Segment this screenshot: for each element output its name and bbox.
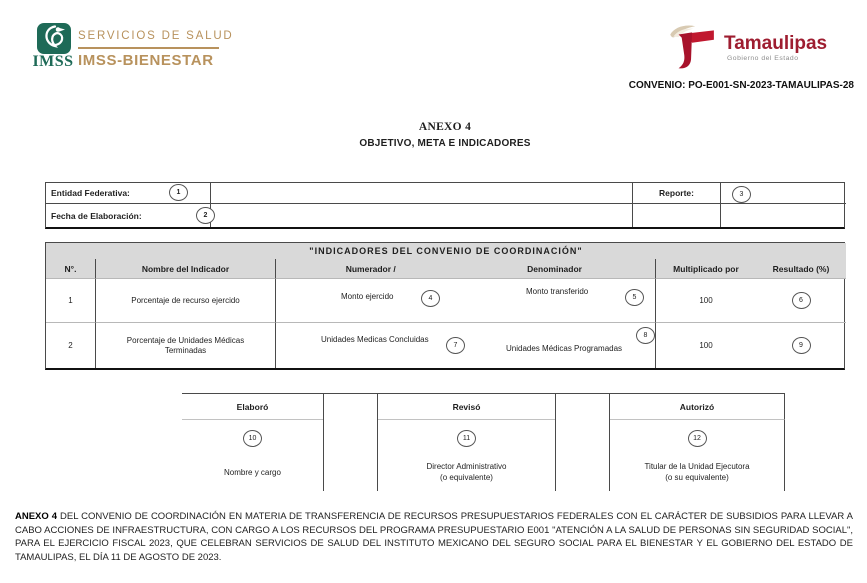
row1-resultado: 6 bbox=[756, 279, 846, 323]
indicators-table-title: "INDICADORES DEL CONVENIO DE COORDINACIÓ… bbox=[46, 243, 846, 259]
reviso-role-line2: (o equivalente) bbox=[440, 473, 493, 482]
reviso-role-line1: Director Administrativo bbox=[426, 462, 507, 471]
ref-circle-5: 5 bbox=[625, 289, 644, 306]
spacer-column bbox=[323, 394, 378, 491]
col-header-numerador: Numerador / bbox=[345, 263, 396, 274]
convenio-number: CONVENIO: PO-E001-SN-2023-TAMAULIPAS-28 bbox=[628, 80, 854, 91]
reporte-value-cell: 3 bbox=[721, 183, 846, 204]
empty-cell bbox=[721, 204, 846, 227]
row2-multiplicador: 100 bbox=[699, 340, 713, 350]
annex-title: ANEXO 4 bbox=[418, 121, 472, 133]
imss-bienestar-label: IMSS-BIENESTAR bbox=[78, 52, 214, 69]
imss-eagle-icon bbox=[37, 23, 71, 54]
reporte-label: Reporte: bbox=[659, 188, 694, 198]
row1-num: 1 bbox=[46, 279, 96, 323]
row2-num: 2 bbox=[46, 323, 96, 368]
row1-numerador-denominador: Monto ejercido 4 Monto transferido 5 bbox=[276, 279, 656, 323]
ref-circle-9: 9 bbox=[791, 337, 811, 354]
row2-nombre: Porcentaje de Unidades Médicas Terminada… bbox=[96, 323, 276, 368]
ref-circle-2: 2 bbox=[196, 207, 215, 224]
entidad-federativa-value-cell bbox=[211, 183, 633, 204]
ref-circle-4: 4 bbox=[421, 290, 440, 307]
elaboro-signature-cell: 10 Nombre y cargo bbox=[182, 420, 323, 491]
indicators-table: "INDICADORES DEL CONVENIO DE COORDINACIÓ… bbox=[45, 242, 846, 370]
document-title-block: ANEXO 4 OBJETIVO, META E INDICADORES bbox=[45, 121, 845, 149]
document-subtitle: OBJETIVO, META E INDICADORES bbox=[359, 138, 531, 149]
reviso-signature-cell: 11 Director Administrativo (o equivalent… bbox=[378, 420, 555, 491]
entidad-federativa-label: Entidad Federativa: bbox=[51, 188, 130, 198]
fecha-elaboracion-cell: Fecha de Elaboración: 2 bbox=[46, 204, 215, 227]
col-header-num: N°. bbox=[46, 259, 96, 279]
fecha-elaboracion-label: Fecha de Elaboración: bbox=[51, 210, 142, 221]
autorizo-header: Autorizó bbox=[610, 394, 785, 420]
ref-circle-10: 10 bbox=[243, 430, 262, 447]
row2-resultado: 9 bbox=[756, 323, 846, 368]
col-header-resultado: Resultado (%) bbox=[756, 259, 846, 279]
col-header-numerador-denominador: Numerador / Denominador bbox=[276, 259, 656, 279]
tamaulipas-label: Tamaulipas bbox=[724, 33, 828, 54]
info-table: Entidad Federativa: 1 Reporte: 3 Fecha d… bbox=[45, 182, 846, 229]
footer-bold-prefix: ANEXO 4 bbox=[15, 511, 58, 522]
autorizo-signature-cell: 12 Titular de la Unidad Ejecutora (o su … bbox=[610, 420, 785, 491]
spacer-column bbox=[555, 394, 610, 491]
row2-denominador: Unidades Médicas Programadas bbox=[506, 344, 623, 353]
autorizo-role-line2: (o su equivalente) bbox=[665, 473, 729, 482]
empty-cell bbox=[633, 204, 721, 227]
reporte-cell: Reporte: bbox=[633, 183, 721, 204]
tamaulipas-logo-icon bbox=[670, 25, 714, 69]
ref-circle-6: 6 bbox=[791, 292, 811, 309]
ref-circle-11: 11 bbox=[457, 430, 476, 447]
fecha-elaboracion-value-cell bbox=[211, 204, 633, 227]
footer-body-text: DEL CONVENIO DE COORDINACIÓN EN MATERIA … bbox=[15, 511, 853, 564]
row1-numerador: Monto ejercido bbox=[341, 292, 394, 301]
servicios-de-salud-label: SERVICIOS DE SALUD bbox=[78, 30, 234, 42]
col-header-multiplicado: Multiplicado por bbox=[656, 259, 756, 279]
ref-circle-3: 3 bbox=[732, 186, 751, 203]
gold-divider bbox=[78, 47, 219, 49]
gobierno-del-estado-label: Gobierno del Estado bbox=[727, 55, 799, 62]
ref-circle-7: 7 bbox=[446, 337, 465, 354]
col-header-denominador: Denominador bbox=[527, 263, 582, 274]
entidad-federativa-cell: Entidad Federativa: 1 bbox=[46, 183, 211, 204]
elaboro-role-line1: Nombre y cargo bbox=[224, 467, 281, 477]
row1-multiplicador: 100 bbox=[656, 279, 756, 323]
row2-numerador-denominador: Unidades Medicas Concluidas 7 Unidades M… bbox=[276, 323, 656, 368]
footer-legal-text: ANEXO 4 DEL CONVENIO DE COORDINACIÓN EN … bbox=[15, 510, 853, 565]
row1-nombre: Porcentaje de recurso ejercido bbox=[96, 279, 276, 323]
row2-numerador: Unidades Medicas Concluidas bbox=[321, 335, 429, 344]
col-header-nombre: Nombre del Indicador bbox=[96, 259, 276, 279]
ref-circle-12: 12 bbox=[687, 430, 707, 447]
ref-circle-1: 1 bbox=[169, 184, 188, 201]
ref-circle-8: 8 bbox=[636, 327, 655, 344]
elaboro-header: Elaboró bbox=[182, 394, 323, 420]
row1-denominador: Monto transferido bbox=[526, 287, 589, 296]
imss-wordmark: IMSS bbox=[32, 53, 74, 70]
signature-table: Elaboró Revisó Autorizó 10 Nombre y carg… bbox=[182, 393, 785, 491]
autorizo-role-line1: Titular de la Unidad Ejecutora bbox=[644, 462, 750, 471]
reviso-header: Revisó bbox=[378, 394, 555, 420]
